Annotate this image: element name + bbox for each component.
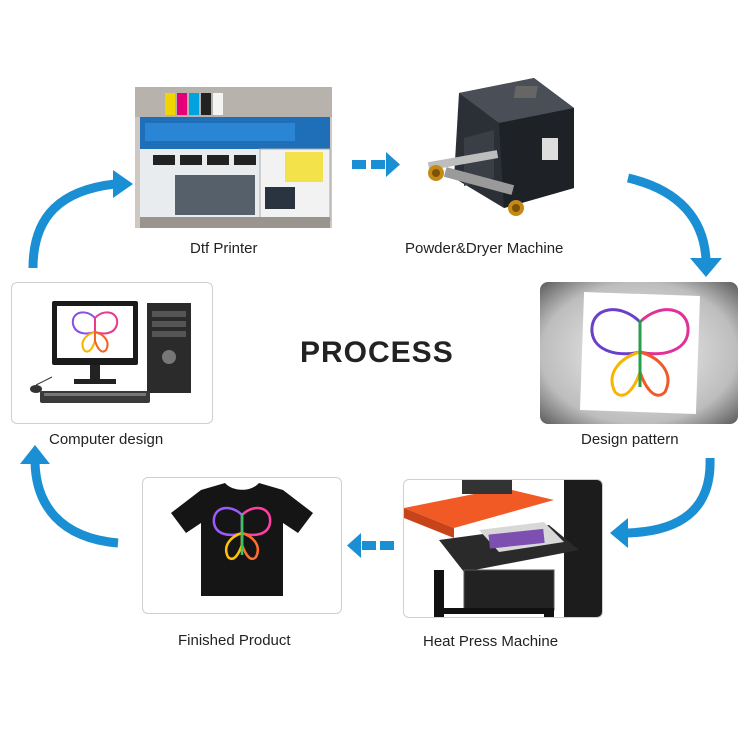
arrow-press-to-finished-dash1 bbox=[380, 541, 394, 550]
arrowhead-to-press bbox=[610, 518, 628, 548]
design-pattern-photo bbox=[540, 282, 738, 424]
computer-icon bbox=[30, 301, 191, 403]
butterfly-pattern-icon bbox=[579, 292, 701, 414]
arrowhead-to-computer bbox=[20, 445, 50, 464]
label-powder-dryer: Powder&Dryer Machine bbox=[405, 240, 564, 257]
arrowhead-to-printer bbox=[113, 170, 133, 198]
dryer-machine-icon bbox=[427, 78, 574, 216]
label-heat-press: Heat Press Machine bbox=[423, 633, 559, 650]
tshirt-icon bbox=[171, 483, 313, 596]
arrowhead-to-finished bbox=[347, 533, 361, 558]
arrow-design-to-press bbox=[624, 457, 715, 538]
arrowhead-to-design bbox=[690, 258, 722, 277]
heat-press-icon bbox=[404, 480, 602, 617]
arrow-printer-to-dryer-dash1 bbox=[352, 160, 366, 169]
powder-dryer-photo bbox=[424, 68, 582, 228]
diagram-title: PROCESS bbox=[300, 336, 454, 369]
dtf-printer-photo bbox=[135, 87, 332, 228]
arrow-press-to-finished-dash2 bbox=[362, 541, 376, 550]
finished-product-photo bbox=[142, 477, 342, 614]
arrow-computer-to-printer bbox=[28, 179, 116, 269]
arrow-printer-to-dryer-dash2 bbox=[371, 160, 385, 169]
label-dtf-printer: Dtf Printer bbox=[190, 240, 258, 257]
label-finished-product: Finished Product bbox=[178, 632, 291, 649]
label-design-pattern: Design pattern bbox=[581, 431, 679, 448]
arrow-dryer-to-design bbox=[626, 173, 711, 261]
arrow-finished-to-computer bbox=[30, 461, 119, 548]
arrowhead-to-dryer bbox=[386, 152, 400, 177]
label-computer-design: Computer design bbox=[49, 431, 164, 448]
heat-press-photo bbox=[403, 479, 603, 618]
printer-icon bbox=[135, 87, 332, 228]
computer-design-photo bbox=[11, 282, 213, 424]
